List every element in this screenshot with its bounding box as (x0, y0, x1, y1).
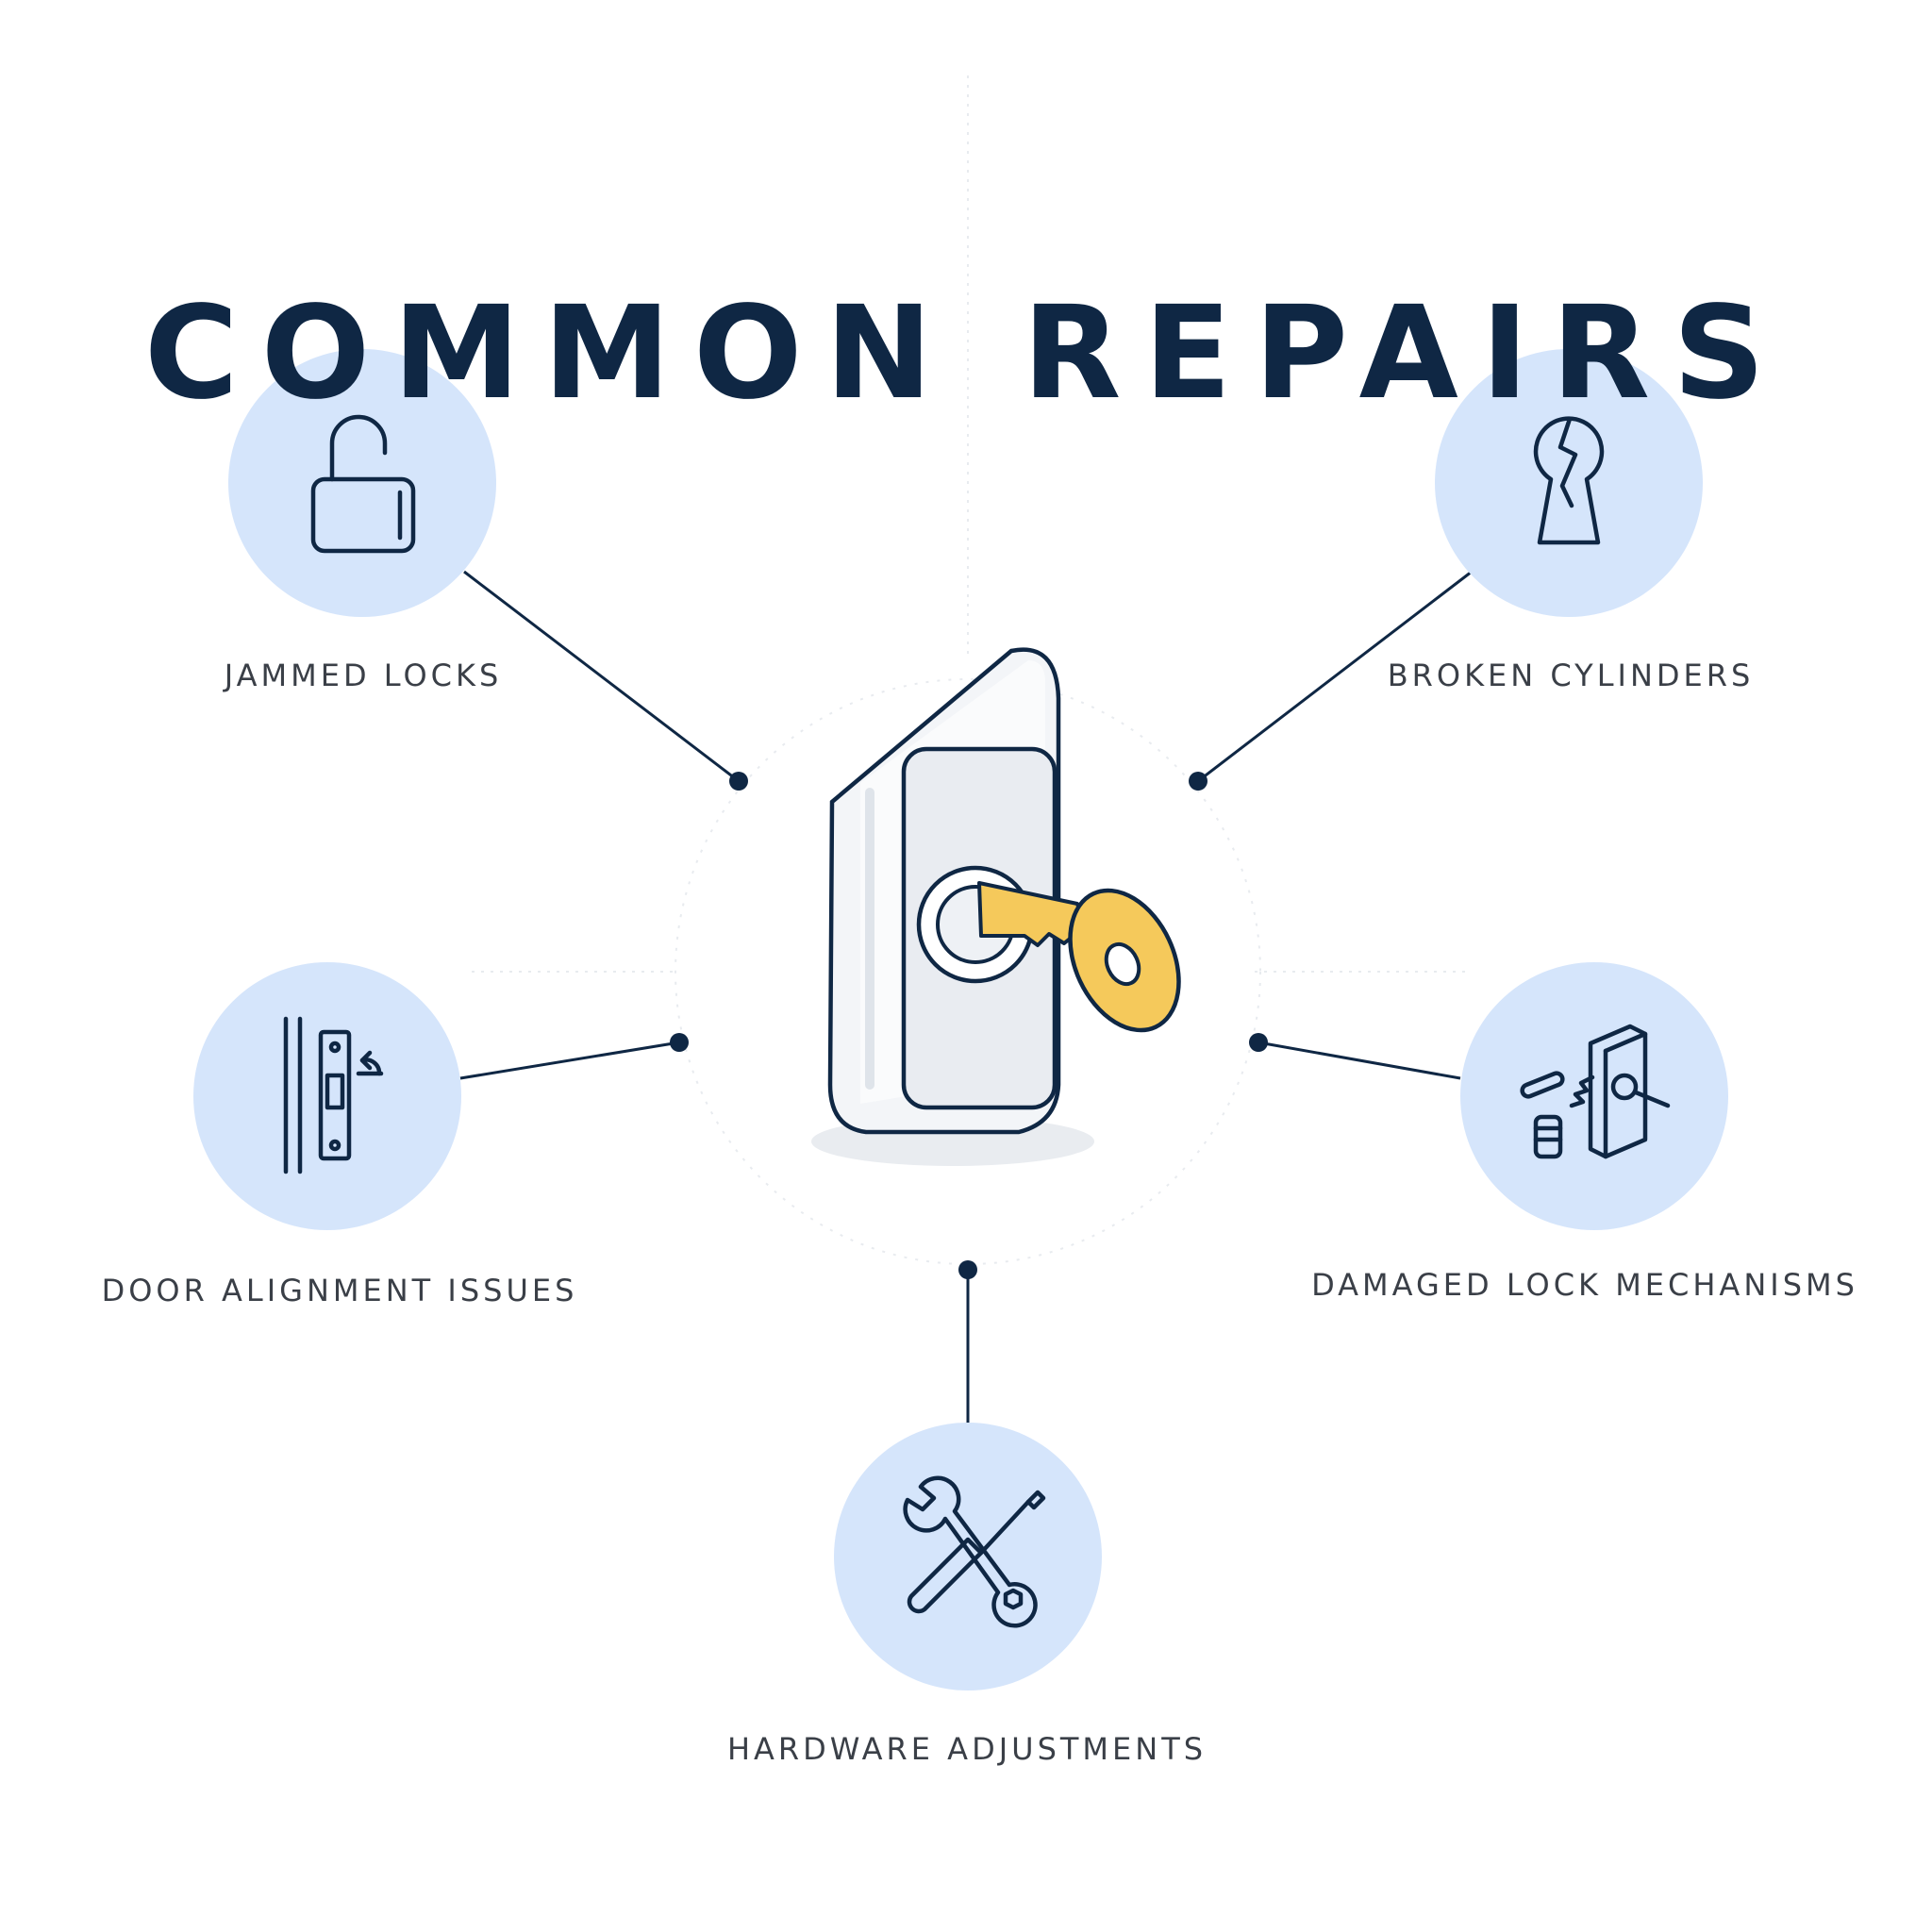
circle-damaged-mechanisms (1460, 962, 1728, 1230)
connector-dot (1189, 772, 1208, 791)
connector-dot (729, 772, 748, 791)
connector-broken-cylinders (1197, 570, 1473, 783)
page-title: COMMON REPAIRS (143, 279, 1789, 428)
circle-broken-cylinders (1435, 349, 1703, 617)
connector-damaged-mechanisms (1257, 1041, 1461, 1080)
lock-mechanism-parts-icon (1520, 1024, 1671, 1159)
label-door-alignment-issues: DOOR ALIGNMENT ISSUES (101, 1273, 578, 1308)
circle-hardware-adjustments (834, 1423, 1102, 1690)
connector-dot (958, 1260, 977, 1279)
label-damaged-lock-mechanisms: DAMAGED LOCK MECHANISMS (1311, 1267, 1858, 1303)
label-jammed-locks: JAMMED LOCKS (224, 658, 503, 693)
icon-circles (193, 349, 1728, 1690)
connector-dot (670, 1033, 689, 1052)
label-hardware-adjustments: HARDWARE ADJUSTMENTS (726, 1731, 1208, 1767)
connector-dots (670, 772, 1268, 1279)
wrench-screwdriver-icon (903, 1475, 1046, 1628)
connector-door-alignment (459, 1041, 680, 1080)
door-strike-plate-icon (283, 1016, 384, 1174)
connector-jammed-locks (463, 570, 740, 783)
key-in-lock-icon (811, 647, 1181, 1166)
guide-lines (472, 75, 1472, 1265)
label-broken-cylinders: BROKEN CYLINDERS (1387, 658, 1755, 693)
open-padlock-icon (310, 414, 416, 554)
connector-lines (459, 570, 1473, 1424)
circle-jammed-locks (228, 349, 496, 617)
connector-dot (1249, 1033, 1268, 1052)
broken-keyhole-icon (1533, 416, 1605, 545)
